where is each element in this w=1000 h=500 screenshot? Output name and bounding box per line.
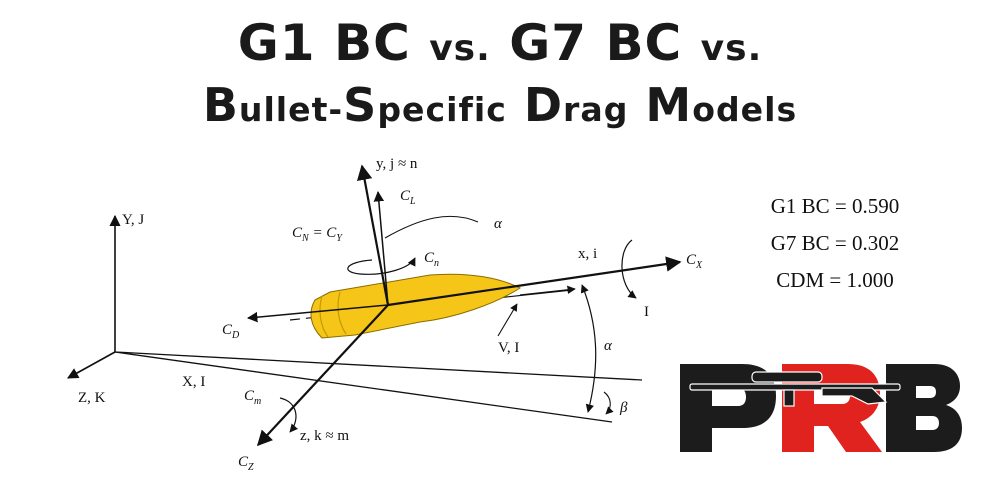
title-drag-rest: rag — [563, 90, 629, 129]
title-vs-2: vs. — [700, 28, 763, 69]
label-I: I — [644, 304, 649, 320]
title-models-rest: odels — [692, 90, 798, 129]
label-alpha-right: α — [604, 338, 613, 354]
title-line-2: Bullet-Specific Drag Models — [0, 78, 1000, 132]
body-z-axis — [256, 304, 389, 447]
label-y-body: y, j ≈ n — [376, 156, 418, 172]
prb-logo — [680, 364, 962, 452]
title-vs-1: vs. — [429, 28, 491, 69]
title-drag-cap: D — [523, 78, 564, 132]
g1-bc-value: G1 BC = 0.590 — [770, 194, 900, 218]
drag-vector — [246, 304, 389, 323]
label-Cn: Cn — [424, 250, 439, 269]
title-specific-cap: S — [343, 78, 378, 132]
body-y-axis — [356, 164, 390, 306]
bullet-shape — [310, 273, 522, 339]
title-bullet-cap: B — [202, 78, 239, 132]
label-Y-earth: Y, J — [122, 212, 144, 228]
title-models-cap: M — [645, 78, 693, 132]
earth-x-line-2 — [114, 351, 613, 423]
alpha-arc-top — [384, 215, 479, 239]
label-x-body: x, i — [578, 246, 597, 262]
label-CD: CD — [222, 322, 240, 341]
label-CZ: CZ — [238, 454, 254, 473]
beta-arc — [603, 391, 614, 415]
label-V: V, I — [498, 340, 519, 356]
title-bullet-rest: ullet- — [238, 90, 344, 129]
label-X-earth: X, I — [182, 374, 205, 390]
lift-vector — [373, 190, 389, 306]
title-g1: G1 BC — [237, 14, 411, 72]
label-CX: CX — [686, 252, 703, 271]
cn-rotation-arrow — [347, 257, 416, 275]
alpha-arc-right — [580, 284, 597, 413]
cm-rotation-arrow — [279, 397, 299, 433]
title-specific-rest: pecific — [377, 90, 507, 129]
cdm-value: CDM = 1.000 — [776, 268, 894, 292]
label-beta: β — [619, 400, 628, 416]
label-CL: CL — [400, 188, 416, 207]
label-CN-CY: CN = CY — [292, 225, 343, 244]
label-Z-earth: Z, K — [78, 390, 106, 406]
body-x-axis — [387, 256, 682, 307]
cx-rotation-arrow — [621, 239, 637, 299]
v-pointer — [497, 303, 518, 337]
title-line-1: G1 BC vs. G7 BC vs. — [0, 14, 1000, 72]
label-Cm: Cm — [244, 388, 261, 407]
label-alpha-top: α — [494, 216, 503, 232]
earth-z-axis — [67, 351, 116, 379]
velocity-arrow — [519, 285, 576, 296]
ballistic-metrics: G1 BC = 0.590 G7 BC = 0.302 CDM = 1.000 — [740, 188, 930, 299]
earth-x-line-1 — [114, 351, 643, 381]
label-z-body: z, k ≈ m — [300, 428, 349, 444]
title-g7: G7 BC — [509, 14, 683, 72]
g7-bc-value: G7 BC = 0.302 — [770, 231, 900, 255]
